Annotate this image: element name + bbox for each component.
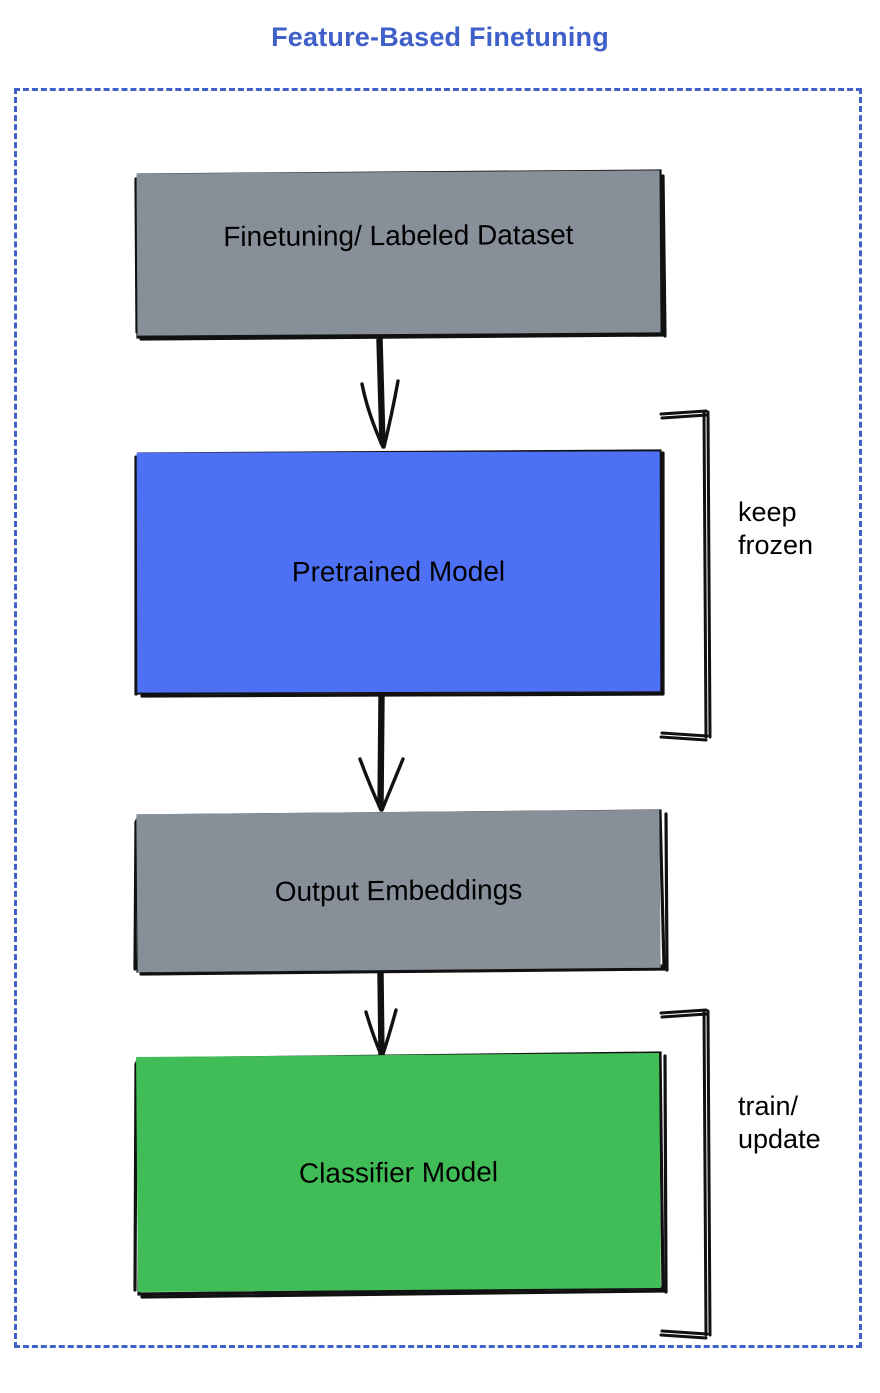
node-label-embeddings: Output Embeddings (274, 873, 523, 908)
page-title: Feature-Based Finetuning (271, 22, 609, 52)
diagram-outer-frame (14, 88, 862, 1348)
node-classifier-model[interactable]: Classifier Model (136, 1052, 661, 1293)
node-label-dataset: Finetuning/ Labeled Dataset (223, 218, 574, 253)
node-pretrained-model[interactable]: Pretrained Model (136, 451, 661, 693)
annotation-train-update: train/ update (738, 1091, 821, 1154)
node-label-pretrained: Pretrained Model (291, 555, 506, 588)
node-finetuning-labeled-dataset[interactable]: Finetuning/ Labeled Dataset (136, 170, 661, 336)
node-output-embeddings[interactable]: Output Embeddings (136, 809, 661, 973)
annotation-keep-frozen: keep frozen (738, 497, 814, 560)
node-label-classifier: Classifier Model (298, 1155, 499, 1189)
